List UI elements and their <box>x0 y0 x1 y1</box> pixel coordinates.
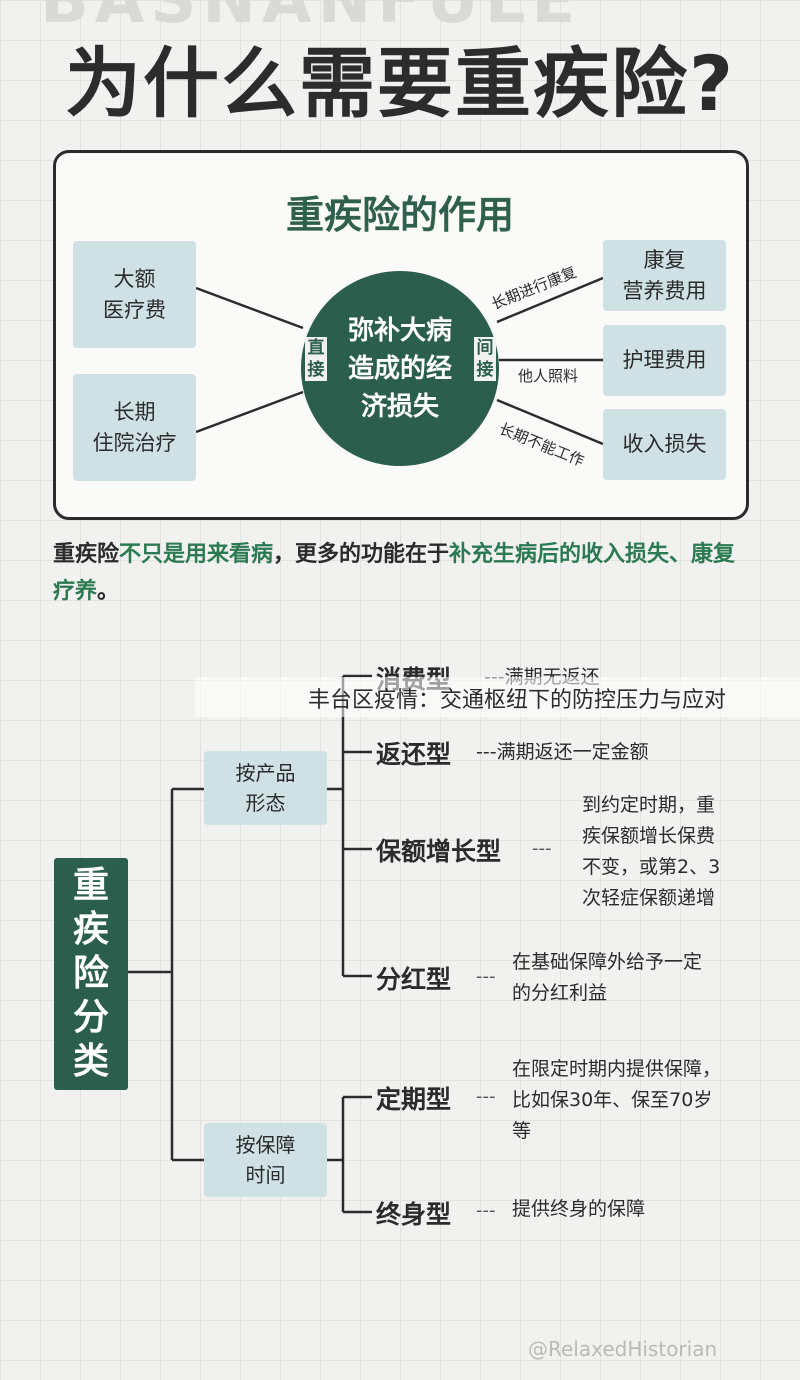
role-card-title: 重疾险的作用 <box>285 193 514 237</box>
center-circle: 弥补大病 造成的经 济损失 <box>301 271 499 466</box>
dash-increasing: --- <box>532 838 552 859</box>
news-banner <box>195 677 800 717</box>
news-banner-text[interactable]: 丰台区疫情：交通枢纽下的防控压力与应对 <box>308 688 727 713</box>
box-medical-expenses: 大额 医疗费 <box>73 241 196 348</box>
ghost-header: BASNANFULE <box>40 0 582 38</box>
dash-lifetime: --- <box>476 1200 496 1221</box>
dash-dividend: --- <box>476 966 496 987</box>
summary-text: 重疾险不只是用来看病，更多的功能在于补充生病后的收入损失、康复疗养。 <box>53 542 736 604</box>
tree-root: 重 疾 险 分 类 <box>54 858 128 1090</box>
desc-return: ---满期返还一定金额 <box>476 741 649 763</box>
type-return: 返还型 <box>376 740 452 769</box>
type-term: 定期型 <box>376 1085 452 1114</box>
edge-label-care: 他人照料 <box>518 367 579 385</box>
desc-term: 在限定时期内提供保障， 比如保30年、保至70岁 等 <box>512 1058 722 1142</box>
box-rehab-nutrition: 康复 营养费用 <box>603 240 726 311</box>
type-increasing: 保额增长型 <box>376 837 502 866</box>
indirect-tag: 间 接 <box>474 337 496 381</box>
box-long-hospitalization: 长期 住院治疗 <box>73 374 196 481</box>
category-product-form: 按产品 形态 <box>204 751 327 825</box>
direct-tag: 直 接 <box>305 337 327 381</box>
box-income-loss: 收入损失 <box>603 409 726 480</box>
type-lifetime: 终身型 <box>376 1200 452 1229</box>
category-coverage-time: 按保障 时间 <box>204 1123 327 1197</box>
box-nursing-cost: 护理费用 <box>603 325 726 396</box>
page-title: 为什么需要重疾险? <box>64 39 736 128</box>
watermark: @RelaxedHistorian <box>528 1337 718 1361</box>
desc-dividend: 在基础保障外给予一定 的分红利益 <box>512 951 703 1004</box>
desc-lifetime: 提供终身的保障 <box>512 1198 646 1220</box>
type-dividend: 分红型 <box>376 965 452 994</box>
desc-increasing: 到约定时期，重 疾保额增长保费 不变，或第2、3 次轻症保额递增 <box>582 794 721 909</box>
dash-term: --- <box>476 1086 496 1107</box>
